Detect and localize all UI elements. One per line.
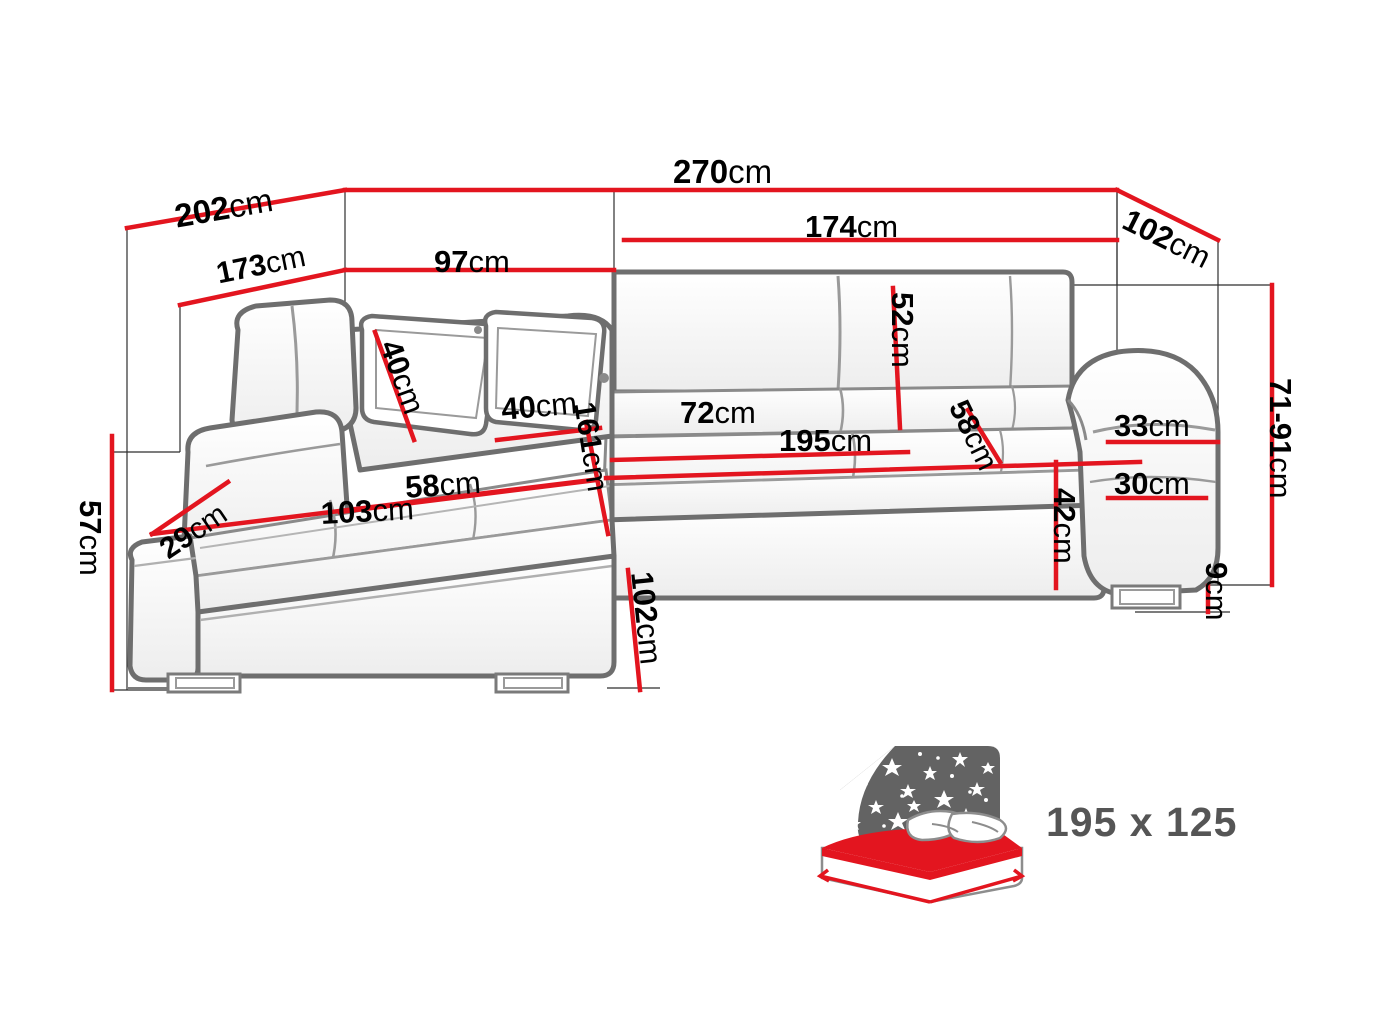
dim-label-72: 72cm bbox=[680, 395, 756, 430]
mattress-red-front bbox=[822, 848, 1022, 880]
right-leg-a bbox=[1110, 584, 1182, 610]
dim-label-33: 33cm bbox=[1114, 408, 1190, 443]
dim-line-29 bbox=[148, 478, 232, 538]
dim-line-195 bbox=[603, 459, 1143, 481]
dim-line-72 bbox=[609, 449, 911, 463]
bed-dim-arrow-left bbox=[819, 874, 931, 904]
dim-line-40-b bbox=[494, 425, 603, 443]
moon-sweep bbox=[840, 746, 895, 838]
stars bbox=[847, 752, 995, 830]
bed-dim-arrow-right bbox=[929, 874, 1023, 904]
right-backrest bbox=[611, 269, 1075, 395]
dim-line-161 bbox=[583, 419, 611, 537]
chaise-base-front bbox=[195, 553, 617, 679]
bed-size-label: 195 x 125 bbox=[1046, 799, 1238, 845]
sofa-bed-icon bbox=[816, 746, 1026, 904]
dim-label-42: 42cm bbox=[1047, 488, 1082, 564]
dimension-lines bbox=[109, 186, 1275, 693]
cushion-left-2 bbox=[482, 309, 607, 433]
dim-line-102-right bbox=[1113, 186, 1222, 244]
chaise-base bbox=[127, 533, 201, 683]
chaise-leg-b bbox=[494, 672, 570, 694]
dim-line-58-right bbox=[964, 406, 1004, 466]
right-armrest bbox=[1065, 348, 1221, 597]
dim-line-173 bbox=[177, 267, 348, 308]
dim-label-52: 52cm bbox=[885, 292, 920, 368]
dim-label-58-left: 58cm bbox=[403, 464, 482, 505]
dim-line-40-a bbox=[372, 329, 417, 443]
dim-line-52 bbox=[890, 285, 903, 431]
dim-label-103: 103cm bbox=[319, 491, 415, 531]
right-base bbox=[601, 502, 1107, 601]
dim-line-102-bottom bbox=[625, 567, 643, 693]
dim-label-195: 195cm bbox=[779, 423, 873, 458]
dim-label-30: 30cm bbox=[1114, 466, 1190, 501]
dim-label-40-b: 40cm bbox=[499, 385, 579, 427]
pillow-right bbox=[947, 811, 1008, 844]
dim-label-71-91: 71-91cm bbox=[1263, 378, 1298, 499]
dim-line-202 bbox=[124, 187, 348, 231]
dim-label-57: 57cm bbox=[73, 500, 108, 576]
dim-label-270: 270cm bbox=[673, 153, 773, 190]
chaise-leg-a bbox=[166, 672, 242, 694]
dim-label-9: 9cm bbox=[1199, 562, 1234, 621]
dim-label-174: 174cm bbox=[805, 209, 899, 244]
dim-label-97: 97cm bbox=[434, 244, 510, 279]
dim-line-58-left bbox=[337, 477, 599, 515]
cushion-left-1 bbox=[358, 313, 501, 437]
